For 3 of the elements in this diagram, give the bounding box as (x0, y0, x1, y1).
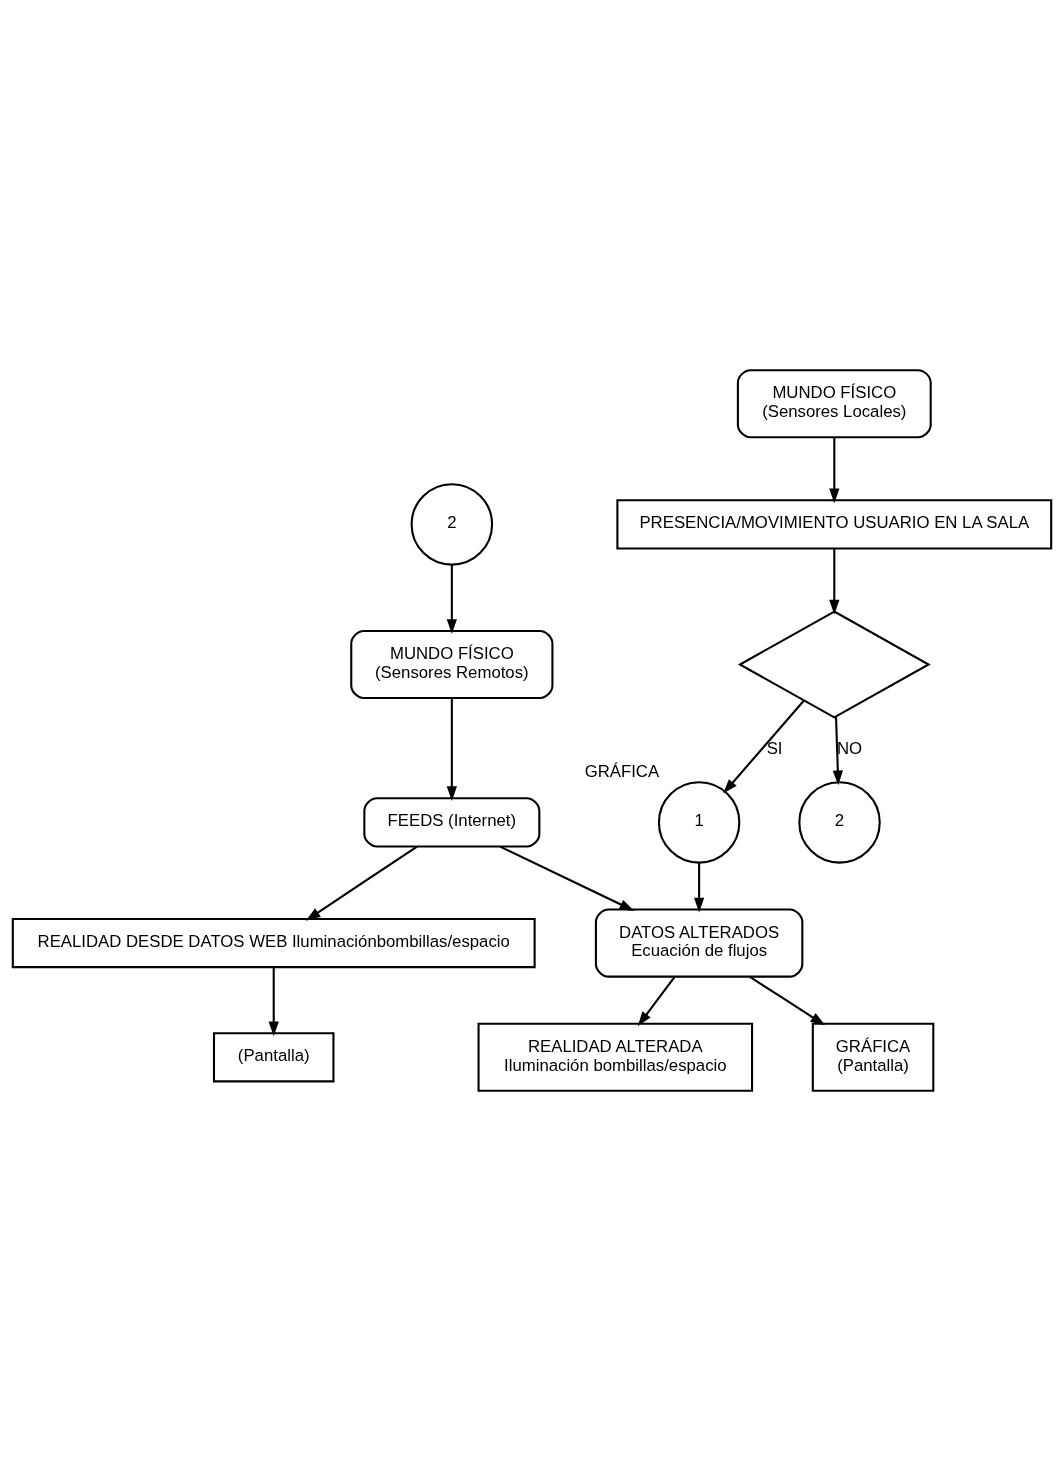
edge-label: SI (766, 738, 783, 758)
edge-label: NO (836, 738, 863, 758)
node-label: GRÁFICA (584, 761, 660, 781)
